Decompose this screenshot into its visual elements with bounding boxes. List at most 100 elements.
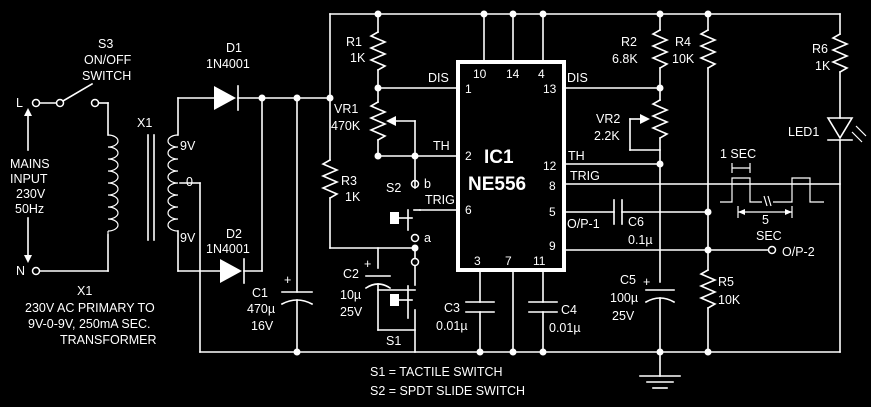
neutral-terminal [31, 266, 41, 276]
c5-ref: C5 [620, 273, 636, 287]
d1-ref: D1 [226, 41, 242, 55]
c1-plus: + [284, 273, 291, 287]
d2-ref: D2 [226, 227, 242, 241]
switch-s3: S3 ON/OFF SWITCH [39, 37, 132, 272]
r3-ref: R3 [341, 174, 357, 188]
op2-terminal [767, 245, 777, 255]
gap-label: 5 [762, 213, 769, 227]
switch-s1: S1 [377, 285, 416, 353]
legend-line-2: S2 = SPDT SLIDE SWITCH [370, 384, 525, 398]
r1-value: 1K [350, 51, 366, 65]
c1-ref: C1 [252, 286, 268, 300]
r3-value: 1K [345, 190, 361, 204]
pin-1: 1 [465, 82, 472, 96]
d1-part: 1N4001 [206, 57, 250, 71]
op2-label: O/P-2 [782, 245, 815, 259]
right-dis: DIS [567, 71, 588, 85]
pin-13: 13 [543, 82, 557, 96]
pin-11: 11 [533, 254, 546, 268]
resistor-r2: R2 6.8K [612, 10, 670, 92]
pin-3: 3 [474, 254, 481, 268]
d2-part: 1N4001 [206, 242, 250, 256]
capacitor-c2: + C2 10µ 25V [340, 247, 392, 331]
vr1-value: 470K [331, 119, 361, 133]
c3-value: 0.01µ [436, 319, 468, 333]
ground-symbol [639, 351, 681, 389]
sec-unit: SEC [756, 229, 782, 243]
capacitor-c6: C6 0.1µ [613, 199, 712, 247]
left-dis: DIS [428, 71, 449, 85]
r6-value: 1K [815, 59, 831, 73]
x1-desc-1: 230V AC PRIMARY TO [25, 301, 155, 315]
x1-ref: X1 [77, 284, 92, 298]
vr2-value: 2.2K [594, 129, 620, 143]
line-terminal [31, 98, 41, 108]
right-out: O/P-1 [567, 217, 600, 231]
capacitor-c1: + C1 470µ 16V [247, 94, 314, 356]
pin-2: 2 [465, 149, 472, 163]
right-trig: TRIG [570, 169, 600, 183]
c4-value: 0.01µ [549, 321, 581, 335]
led1-ref: LED1 [788, 125, 819, 139]
s1-ref: S1 [386, 334, 401, 348]
diode-d1: D1 1N4001 [206, 41, 331, 111]
s2-ref: S2 [386, 181, 401, 195]
resistor-r3: R3 1K [320, 97, 416, 249]
capacitor-c5: + C5 100µ 25V [610, 273, 676, 356]
resistor-r5: R5 10K [698, 268, 741, 356]
left-th: TH [433, 139, 450, 153]
legend-line-1: S1 = TACTILE SWITCH [370, 365, 503, 379]
ic-body [456, 60, 566, 272]
pin-5: 5 [549, 205, 556, 219]
s3-line2: SWITCH [82, 69, 131, 83]
c4-ref: C4 [561, 303, 577, 317]
pin-7: 7 [505, 254, 512, 268]
c6-value: 0.1µ [628, 233, 653, 247]
timing-waveform: 1 SEC 5 [720, 147, 824, 227]
resistor-r6: R6 1K [812, 13, 850, 119]
r1-ref: R1 [346, 35, 362, 49]
pin-4: 4 [538, 67, 545, 81]
r6-ref: R6 [812, 42, 828, 56]
pin-14: 14 [506, 67, 520, 81]
c5-plus: + [643, 275, 650, 289]
vr1-ref: VR1 [334, 102, 358, 116]
pin-6: 6 [465, 203, 472, 217]
pin-10: 10 [473, 67, 487, 81]
r4-ref: R4 [675, 35, 691, 49]
s2-pos-a: a [424, 231, 431, 245]
x1-ref-top: X1 [137, 116, 152, 130]
left-trig: TRIG [425, 193, 455, 207]
c2-plus: + [364, 257, 371, 271]
c2-value: 10µ [340, 288, 361, 302]
c3-ref: C3 [444, 301, 460, 315]
c2-ref: C2 [343, 267, 359, 281]
mains-label-2: INPUT [10, 172, 48, 186]
tap-bottom: 9V [180, 231, 196, 245]
ic-part: NE556 [468, 174, 526, 195]
mains-label-3: 230V [16, 187, 46, 201]
diode-d2: D2 1N4001 [206, 94, 266, 284]
vr2-ref: VR2 [596, 112, 620, 126]
r5-ref: R5 [718, 275, 734, 289]
tap-top: 9V [180, 139, 196, 153]
c5-value: 100µ [610, 291, 638, 305]
ic1-ne556: IC1 NE556 10 14 4 DIS 1 TH 2 TRIG 6 3 7 … [425, 10, 600, 356]
resistor-r1: R1 1K [346, 10, 459, 92]
r2-value: 6.8K [612, 52, 638, 66]
tap-center: 0 [186, 175, 193, 189]
transformer-x1: X1 9V 0 9V X1 230V AC PRIMARY TO 9V-0-9V… [25, 97, 221, 353]
c2-voltage: 25V [340, 305, 363, 319]
c1-voltage: 16V [251, 319, 274, 333]
c5-voltage: 25V [612, 309, 635, 323]
neutral-label: N [16, 264, 25, 278]
c6-ref: C6 [628, 215, 644, 229]
s2-pos-b: b [424, 177, 431, 191]
potentiometer-vr1: VR1 470K [331, 87, 459, 160]
switch-s2: S2 b a [386, 155, 459, 286]
line-label: L [16, 96, 23, 110]
r4-value: 10K [672, 52, 695, 66]
x1-desc-3: TRANSFORMER [60, 333, 157, 347]
mains-label-4: 50Hz [15, 202, 44, 216]
